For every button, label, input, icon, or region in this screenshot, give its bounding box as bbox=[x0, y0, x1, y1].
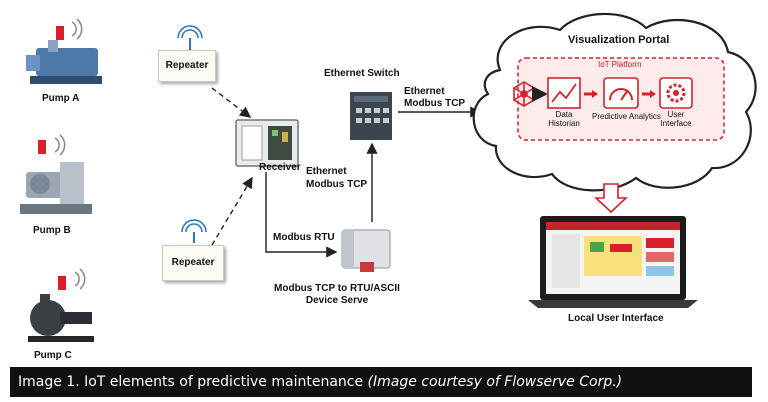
repeater-label: Repeater bbox=[165, 60, 209, 71]
gear-icon bbox=[659, 77, 693, 109]
figure-caption: Image 1. IoT elements of predictive main… bbox=[10, 367, 752, 397]
local-ui-label: Local User Interface bbox=[568, 313, 664, 324]
pump-c-icon bbox=[28, 268, 94, 342]
wifi-icon bbox=[177, 25, 203, 50]
laptop-icon bbox=[528, 216, 698, 308]
caption-credit: (Image courtesy of Flowserve Corp.) bbox=[367, 374, 623, 390]
receiver-label: Receiver bbox=[259, 162, 301, 173]
link-label: Ethernet bbox=[306, 166, 347, 177]
wifi-icon bbox=[181, 219, 207, 243]
pump-a-icon bbox=[26, 18, 102, 84]
data-historian-icon bbox=[547, 77, 581, 109]
device-server-label: Device Serve bbox=[305, 295, 369, 306]
modbus-rtu-link bbox=[265, 172, 338, 258]
device-server-icon bbox=[341, 229, 391, 272]
pump-b-label: Pump B bbox=[33, 225, 71, 236]
pump-b-icon bbox=[20, 134, 92, 214]
repeater-label: Repeater bbox=[171, 257, 215, 268]
platform-label: IoT Platform bbox=[598, 60, 642, 69]
network-hex-icon bbox=[513, 81, 535, 107]
pump-a-label: Pump A bbox=[42, 93, 80, 104]
link-label: Modbus TCP bbox=[404, 98, 466, 109]
receiver-icon bbox=[235, 119, 299, 167]
device-server-label: Modbus TCP to RTU/ASCII bbox=[274, 283, 400, 294]
wireless-link-arrow bbox=[211, 176, 253, 246]
pump-c-label: Pump C bbox=[34, 350, 72, 361]
down-arrow-icon bbox=[593, 183, 629, 214]
repeater-box: Repeater bbox=[158, 50, 216, 82]
component-label: Predictive Analytics bbox=[592, 112, 661, 121]
link-label: Modbus TCP bbox=[306, 179, 368, 190]
caption-text: Image 1. IoT elements of predictive main… bbox=[18, 374, 368, 390]
repeater-box: Repeater bbox=[162, 245, 224, 281]
link-label: Ethernet bbox=[404, 86, 445, 97]
ethernet-switch-label: Ethernet Switch bbox=[324, 68, 400, 79]
ethernet-switch-icon bbox=[350, 92, 392, 140]
component-label: Data Historian bbox=[548, 110, 580, 128]
link-label: Modbus RTU bbox=[273, 232, 335, 243]
portal-title: Visualization Portal bbox=[568, 34, 670, 46]
wireless-link-arrow bbox=[211, 87, 252, 118]
gauge-icon bbox=[603, 77, 639, 109]
component-label: User Interface bbox=[660, 110, 692, 128]
